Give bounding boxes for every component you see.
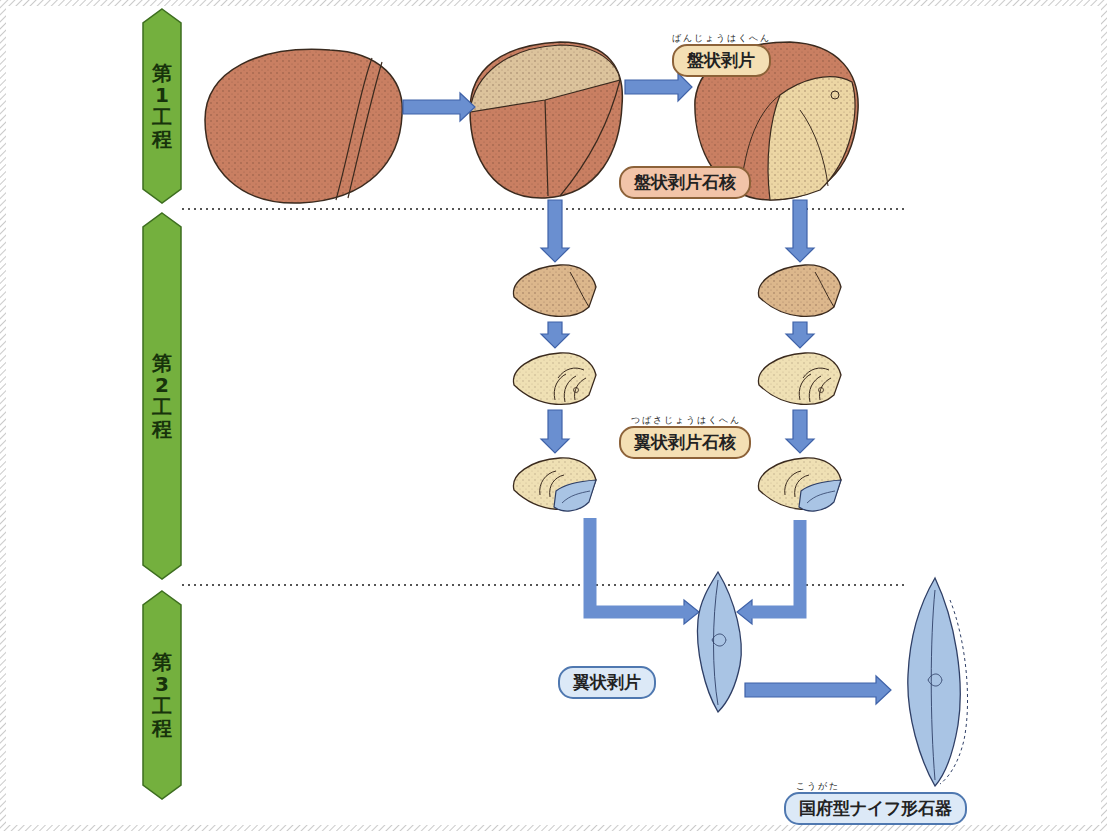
flake-core bbox=[513, 265, 841, 511]
term-label: 盤状剥片石核 bbox=[619, 166, 751, 199]
knife-tool bbox=[908, 578, 968, 786]
term-label: こうがた国府型ナイフ形石器 bbox=[784, 781, 967, 825]
stage-label: 第2工程 bbox=[152, 352, 172, 440]
merge-arrow bbox=[590, 518, 800, 612]
term-label: 翼状剥片 bbox=[558, 666, 656, 699]
term-label: つばさじょうはくへん翼状剥片石核 bbox=[619, 415, 751, 459]
term-pill: 盤状剥片 bbox=[672, 44, 771, 77]
hatched-frame bbox=[3, 3, 1104, 828]
term-pill: 盤状剥片石核 bbox=[619, 166, 751, 199]
process-arrow bbox=[403, 73, 891, 704]
term-pill: 翼状剥片石核 bbox=[619, 426, 751, 459]
stage-band: 第3工程 bbox=[142, 590, 182, 800]
term-label: ばんじょうはくへん盤状剥片 bbox=[672, 33, 771, 77]
term-pill: 翼状剥片 bbox=[558, 666, 656, 699]
stage-band: 第1工程 bbox=[142, 8, 182, 204]
term-pill: 国府型ナイフ形石器 bbox=[784, 792, 967, 825]
stage-label: 第3工程 bbox=[152, 651, 172, 739]
split-stone bbox=[470, 42, 622, 198]
stage-label: 第1工程 bbox=[152, 62, 172, 150]
raw-stone bbox=[205, 49, 402, 203]
furigana: こうがた bbox=[784, 781, 967, 792]
furigana: ばんじょうはくへん bbox=[672, 33, 771, 44]
furigana: つばさじょうはくへん bbox=[619, 415, 751, 426]
wing-flake bbox=[697, 572, 741, 712]
stage-band: 第2工程 bbox=[142, 212, 182, 580]
